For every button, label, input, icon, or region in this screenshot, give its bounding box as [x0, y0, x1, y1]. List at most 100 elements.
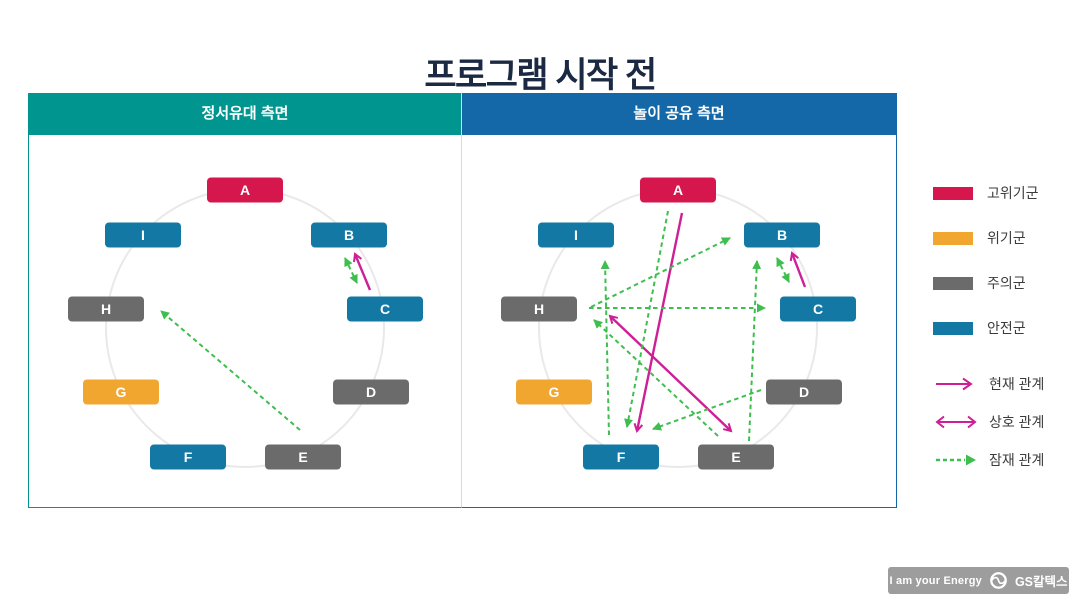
- node-I: I: [105, 222, 181, 248]
- risk-color-chip: [933, 231, 973, 245]
- node-label-F: F: [617, 449, 626, 465]
- node-box-G: [516, 379, 592, 405]
- node-A: A: [207, 177, 283, 203]
- node-label-F: F: [184, 449, 193, 465]
- node-G: G: [516, 379, 592, 405]
- node-box-I: [538, 222, 614, 248]
- panel-emotional-bond-header: 정서유대 측면: [29, 93, 461, 135]
- node-label-G: G: [549, 384, 560, 400]
- legend-label: 위기군: [987, 230, 1026, 246]
- node-C: C: [347, 296, 423, 322]
- edge-E-H-potential: [160, 310, 301, 431]
- node-G: G: [83, 379, 159, 405]
- high-risk-color-chip: [933, 186, 973, 200]
- edge-A-F-potential: [624, 210, 669, 428]
- legend-label: 현재 관계: [989, 376, 1045, 392]
- panel-emotional-bond: 정서유대 측면 A B C D E F G H I: [28, 93, 462, 508]
- node-E: E: [265, 444, 341, 470]
- node-label-E: E: [298, 449, 307, 465]
- node-label-B: B: [777, 227, 787, 243]
- edge-C-B-current: [789, 251, 807, 288]
- node-box-A: [640, 177, 716, 203]
- node-box-B: [744, 222, 820, 248]
- current-relation-arrow-icon: [936, 377, 973, 391]
- emotional-bond-diagram-area: A B C D E F G H I: [29, 135, 461, 507]
- node-label-B: B: [344, 227, 354, 243]
- legend-label: 안전군: [987, 320, 1026, 336]
- node-box-B: [311, 222, 387, 248]
- node-F: F: [583, 444, 659, 470]
- node-box-A: [207, 177, 283, 203]
- safe-color-chip: [933, 321, 973, 335]
- legend-label: 고위기군: [987, 185, 1039, 201]
- legend-groups: 고위기군 위기군 주의군 안전군: [933, 185, 1078, 336]
- legend-item-mutual-relation: 상호 관계: [933, 413, 1078, 431]
- emotional-bond-diagram: A B C D E F G H I: [68, 177, 423, 470]
- legend-label: 상호 관계: [989, 414, 1045, 430]
- panel-play-sharing-header: 놀이 공유 측면: [462, 93, 896, 135]
- legend-item-potential-relation: 잠재 관계: [933, 451, 1078, 469]
- page-title: 프로그램 시작 전: [424, 56, 657, 96]
- node-B: B: [311, 222, 387, 248]
- node-label-A: A: [240, 182, 250, 198]
- edge-H-E-mutual: [608, 314, 733, 433]
- node-box-F: [583, 444, 659, 470]
- legend-item-risk: 위기군: [933, 230, 1078, 246]
- brand-banner: I am your Energy GS칼텍스: [888, 567, 1069, 594]
- node-label-D: D: [366, 384, 376, 400]
- legend-label: 잠재 관계: [989, 452, 1045, 468]
- node-label-A: A: [673, 182, 683, 198]
- edge-E-B-potential: [748, 260, 762, 442]
- node-E: E: [698, 444, 774, 470]
- legend-item-high-risk: 고위기군: [933, 185, 1078, 201]
- node-A: A: [640, 177, 716, 203]
- node-box-D: [333, 379, 409, 405]
- node-label-G: G: [116, 384, 127, 400]
- node-H: H: [68, 296, 144, 322]
- brand-slogan: I am your Energy: [889, 574, 982, 587]
- legend-label: 주의군: [987, 275, 1026, 291]
- node-box-C: [347, 296, 423, 322]
- panel-play-sharing: 놀이 공유 측면 A B C D E F G H I: [462, 93, 897, 508]
- edge-F-I-potential: [600, 260, 610, 436]
- caution-color-chip: [933, 276, 973, 290]
- legend-item-caution: 주의군: [933, 275, 1078, 291]
- node-D: D: [333, 379, 409, 405]
- node-C: C: [780, 296, 856, 322]
- brand-name: GS칼텍스: [1014, 575, 1068, 589]
- node-F: F: [150, 444, 226, 470]
- node-label-I: I: [574, 227, 578, 243]
- edge-C-B-current: [353, 252, 372, 291]
- potential-relation-arrow-icon: [936, 454, 976, 466]
- node-box-H: [68, 296, 144, 322]
- node-I: I: [538, 222, 614, 248]
- node-label-C: C: [380, 301, 390, 317]
- node-label-H: H: [101, 301, 111, 317]
- node-D: D: [766, 379, 842, 405]
- edge-B-C-potential: [344, 257, 358, 284]
- node-box-E: [698, 444, 774, 470]
- edge-B-C-potential: [776, 257, 790, 283]
- node-label-D: D: [799, 384, 809, 400]
- mutual-relation-arrow-icon: [935, 415, 977, 429]
- play-sharing-diagram-area: A B C D E F G H I: [462, 135, 896, 507]
- legend-relations: 현재 관계 상호 관계 잠재 관계: [933, 375, 1078, 469]
- node-box-E: [265, 444, 341, 470]
- node-label-E: E: [731, 449, 740, 465]
- edge-H-B-potential: [590, 237, 731, 308]
- node-box-G: [83, 379, 159, 405]
- edge-D-F-potential: [652, 389, 762, 431]
- node-label-H: H: [534, 301, 544, 317]
- node-H: H: [501, 296, 577, 322]
- play-sharing-diagram: A B C D E F G H I: [501, 177, 856, 470]
- node-box-H: [501, 296, 577, 322]
- node-box-C: [780, 296, 856, 322]
- legend: 고위기군 위기군 주의군 안전군 현재 관계: [933, 185, 1078, 489]
- node-label-C: C: [813, 301, 823, 317]
- legend-item-safe: 안전군: [933, 320, 1078, 336]
- node-box-D: [766, 379, 842, 405]
- edge-E-H-potential: [593, 319, 719, 437]
- node-box-I: [105, 222, 181, 248]
- node-box-F: [150, 444, 226, 470]
- legend-item-current-relation: 현재 관계: [933, 375, 1078, 393]
